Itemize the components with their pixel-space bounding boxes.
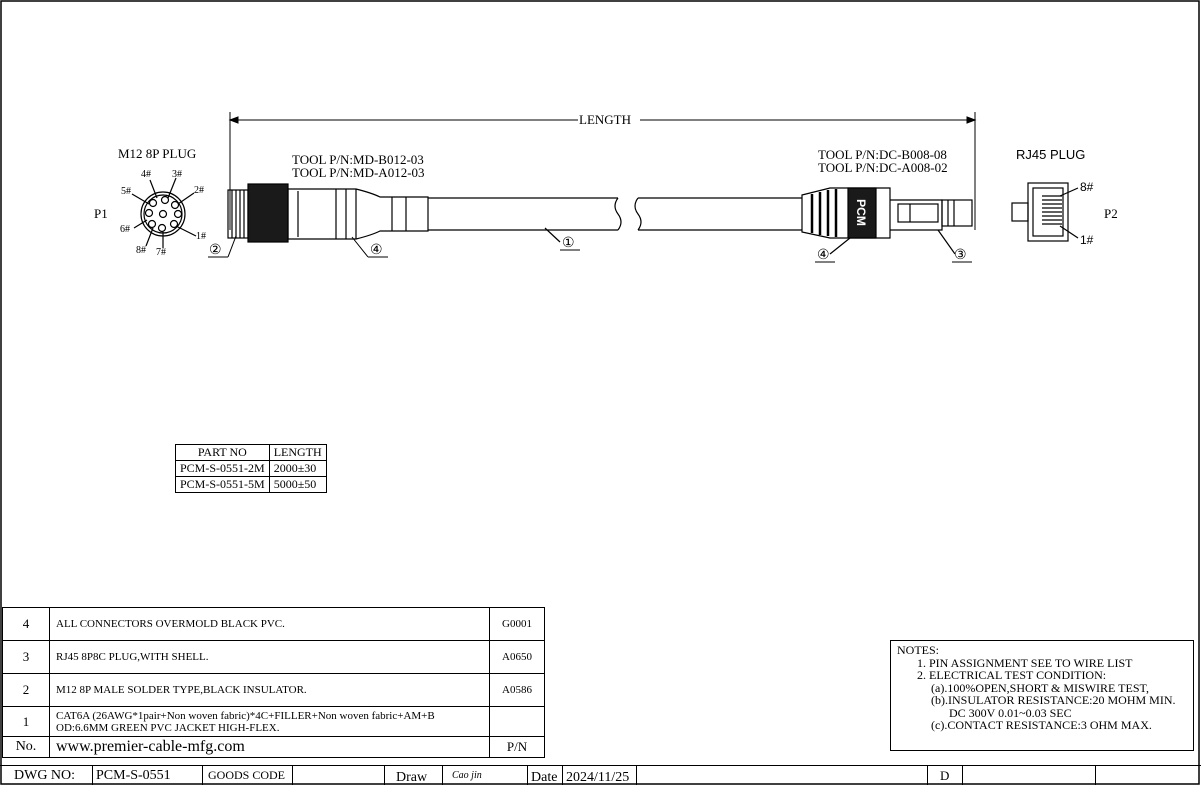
tool-rj45-2: TOOL P/N:DC-A008-02 (818, 160, 948, 175)
length-dimension (228, 112, 977, 230)
notes-title: NOTES: (897, 643, 939, 657)
bom-item-no: 3 (2, 640, 50, 674)
rj45-connector-body (801, 187, 973, 255)
brand-mark: PCM (853, 199, 868, 226)
bom-item-desc-line2: OD:6.6MM GREEN PVC JACKET HIGH-FLEX. (56, 721, 280, 734)
bom-row: 2 M12 8P MALE SOLDER TYPE,BLACK INSULATO… (2, 673, 545, 707)
bom-item-desc: RJ45 8P8C PLUG,WITH SHELL. (49, 640, 490, 674)
date-label: Date (531, 770, 558, 785)
m12-pin-8: 8# (136, 245, 146, 256)
rj45-plug-title: RJ45 PLUG (1016, 147, 1086, 162)
m12-pin-6: 6# (120, 224, 130, 235)
bom-item-code: G0001 (489, 607, 545, 641)
callout-4-right: ④ (817, 248, 830, 263)
bom-item-code (489, 706, 545, 737)
tool-m12-1: TOOL P/N:MD-B012-03 (292, 152, 424, 167)
drawer-signature: Cao jin (452, 770, 482, 781)
length-label: LENGTH (579, 112, 631, 127)
note-line: (a).100%OPEN,SHORT & MISWIRE TEST, (931, 680, 1149, 695)
note-line: (b).INSULATOR RESISTANCE:20 MOHM MIN. (931, 693, 1176, 707)
bom-item-desc: CAT6A (26AWG*1pair+Non woven fabric)*4C+… (49, 706, 490, 737)
date-value: 2024/11/25 (566, 770, 630, 785)
m12-connector-body (227, 183, 429, 243)
m12-pin-7: 7# (156, 247, 166, 258)
part-no-cell: PCM-S-0551-2M (175, 460, 270, 477)
part-number-table: PART NO LENGTH PCM-S-0551-2M 2000±30 PCM… (175, 444, 327, 493)
part-table-header-length: LENGTH (268, 444, 327, 461)
p2-label: P2 (1104, 206, 1118, 221)
bom-item-code: A0650 (489, 640, 545, 674)
part-table-header-part-no: PART NO (175, 444, 270, 461)
draw-label: Draw (396, 770, 428, 785)
bom-footer-no: No. (2, 736, 50, 758)
length-cell: 2000±30 (268, 460, 327, 477)
bom-item-no: 2 (2, 673, 50, 707)
bom-item-desc: ALL CONNECTORS OVERMOLD BLACK PVC. (49, 607, 490, 641)
bom-row: 3 RJ45 8P8C PLUG,WITH SHELL. A0650 (2, 640, 545, 674)
bom-row: 1 CAT6A (26AWG*1pair+Non woven fabric)*4… (2, 706, 545, 737)
dwg-no-label: DWG NO: (14, 768, 76, 783)
notes-box: NOTES: 1. PIN ASSIGNMENT SEE TO WIRE LIS… (890, 640, 1194, 751)
goods-code-label: GOODS CODE (208, 768, 286, 782)
m12-pin-face (131, 177, 197, 248)
bom-table: 4 ALL CONNECTORS OVERMOLD BLACK PVC. G00… (2, 607, 545, 758)
tool-m12-2: TOOL P/N:MD-A012-03 (292, 165, 425, 180)
note-line: DC 300V 0.01~0.03 SEC (949, 705, 1072, 720)
bom-row: 4 ALL CONNECTORS OVERMOLD BLACK PVC. G00… (2, 607, 545, 641)
bom-footer-pn: P/N (489, 736, 545, 758)
table-row: PCM-S-0551-5M 5000±50 (175, 476, 327, 493)
m12-pin-5: 5# (121, 186, 131, 197)
cable (428, 197, 802, 243)
rj45-pin-8: 8# (1080, 180, 1094, 194)
p1-label: P1 (94, 206, 108, 221)
note-line: (c).CONTACT RESISTANCE:3 OHM MAX. (931, 718, 1152, 732)
rj45-end-view (1011, 182, 1079, 242)
bom-footer-row: No. www.premier-cable-mfg.com P/N (2, 736, 545, 758)
m12-plug-title: M12 8P PLUG (118, 146, 197, 161)
part-no-cell: PCM-S-0551-5M (175, 476, 270, 493)
revision-label: D (940, 768, 950, 783)
m12-pin-3: 3# (172, 169, 182, 180)
note-line: 1. PIN ASSIGNMENT SEE TO WIRE LIST (917, 655, 1133, 670)
m12-pin-2: 2# (194, 185, 204, 196)
bom-item-no: 1 (2, 706, 50, 737)
note-line: 2. ELECTRICAL TEST CONDITION: (917, 668, 1107, 682)
callout-4-left: ④ (370, 243, 383, 258)
bom-item-desc: M12 8P MALE SOLDER TYPE,BLACK INSULATOR. (49, 673, 490, 707)
part-table-header: PART NO LENGTH (175, 444, 327, 461)
m12-pin-4: 4# (141, 169, 151, 180)
callout-3: ③ (954, 248, 967, 263)
m12-pin-1: 1# (196, 231, 206, 242)
callout-1: ① (562, 236, 575, 251)
company-website: www.premier-cable-mfg.com (49, 736, 490, 758)
bom-item-desc-line1: CAT6A (26AWG*1pair+Non woven fabric)*4C+… (56, 709, 435, 722)
tool-rj45-1: TOOL P/N:DC-B008-08 (818, 147, 947, 162)
bom-item-code: A0586 (489, 673, 545, 707)
title-block: DWG NO: PCM-S-0551 GOODS CODE Draw Cao j… (0, 766, 1201, 785)
rj45-pin-1: 1# (1080, 233, 1094, 247)
length-cell: 5000±50 (268, 476, 327, 493)
bom-item-no: 4 (2, 607, 50, 641)
dwg-no: PCM-S-0551 (96, 768, 171, 783)
callout-2: ② (209, 243, 222, 258)
table-row: PCM-S-0551-2M 2000±30 (175, 460, 327, 477)
